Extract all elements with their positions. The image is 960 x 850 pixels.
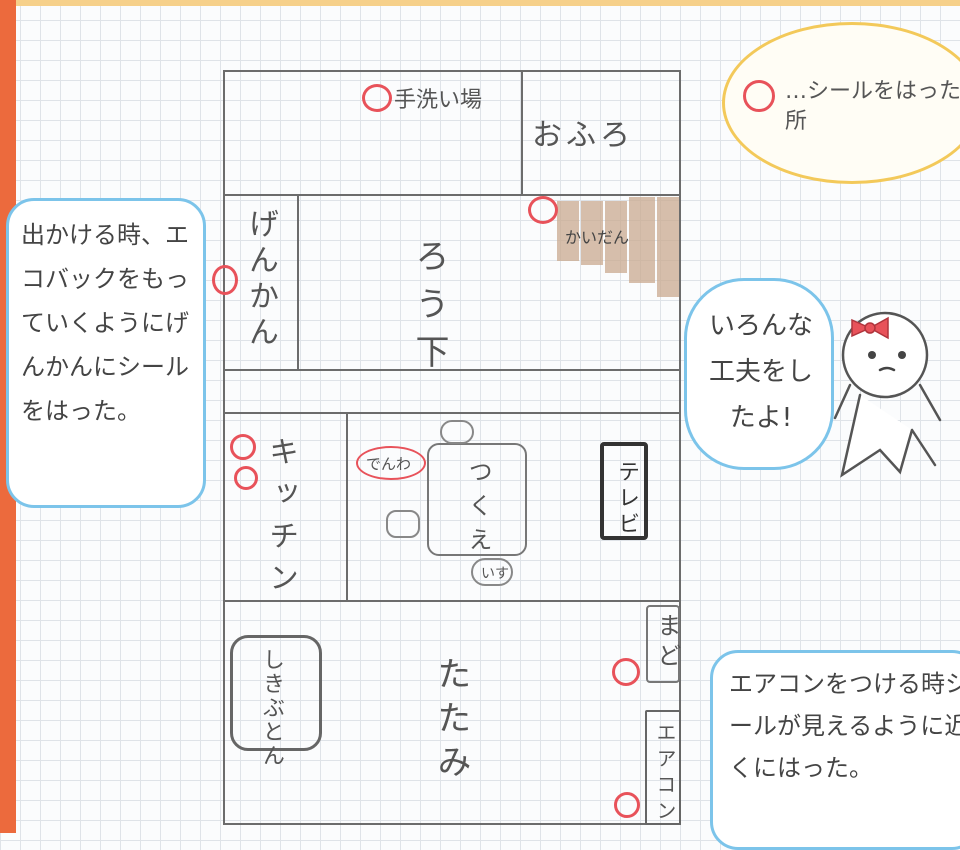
wall-washroom-bottom [223,194,681,196]
tv-label: テレビ [614,460,639,538]
cushion [440,420,474,444]
legend-bubble: …シールをはった所 [722,22,960,184]
wall-bath-left [521,70,523,194]
hallway-label: ろう下 [409,238,449,382]
kitchen-label: キッチン [263,436,298,604]
entrance-label: げんかん [243,208,278,352]
futon: しきぶとん [230,635,322,768]
washroom-label: 手洗い場 [394,88,483,113]
chair-label: いす [481,566,509,582]
window: まど [646,605,681,683]
phone-label: でんわ [366,455,412,473]
stool [386,510,420,538]
aircon: エアコン [645,710,681,826]
wall-hallway-bottom [223,369,681,371]
desk-label: つくえ [464,459,492,561]
chair: いす [471,558,513,586]
sticker-kitchen-2 [234,466,258,490]
floor-plan [223,70,681,825]
right-speech-bubble: エアコンをつける時シールが見えるように近くにはった。 [710,650,960,850]
sticker-kitchen-1 [230,434,256,460]
sticker-entrance [212,265,238,295]
page-top-strip [0,0,960,6]
left-bubble-text: 出かける時、エコバックをもっていくようにげんかんにシールをはった。 [21,221,189,425]
left-speech-bubble: 出かける時、エコバックをもっていくようにげんかんにシールをはった。 [6,198,206,508]
stair-step [557,201,579,261]
legend-sticker-icon [743,80,775,112]
futon-label: しきぶとん [259,648,284,768]
wall-entrance-right [297,194,299,369]
stairs [557,195,681,305]
wall-kitchen-bottom [223,600,681,602]
aircon-label: エアコン [653,722,677,826]
bath-label: おふろ [532,118,634,153]
phone-sticker: でんわ [356,446,426,480]
sticker-aircon [614,792,640,818]
window-label: まど [653,613,681,673]
sticker-window [612,658,640,686]
wall-kitchen-right [346,412,348,600]
sticker-stairs [528,196,558,224]
legend-text: …シールをはった所 [785,79,960,134]
teru-teru-bozu-character [833,311,942,478]
stair-step [629,197,655,283]
tv: テレビ [600,442,648,540]
stair-step [657,197,679,297]
stair-step [581,201,603,265]
stair-step [605,201,627,273]
sticker-washroom [362,84,392,112]
bow-icon [851,316,889,340]
right-bubble-text: エアコンをつける時シールが見えるように近くにはった。 [729,670,960,782]
middle-bubble-text: いろんな工夫をしたよ! [709,311,814,433]
desk: つくえ [427,443,527,561]
stairs-label: かいだん [565,228,630,247]
tatami-label: たたみ [431,656,471,788]
wall-kitchen-top [223,412,681,414]
middle-speech-bubble: いろんな工夫をしたよ! [684,278,834,470]
